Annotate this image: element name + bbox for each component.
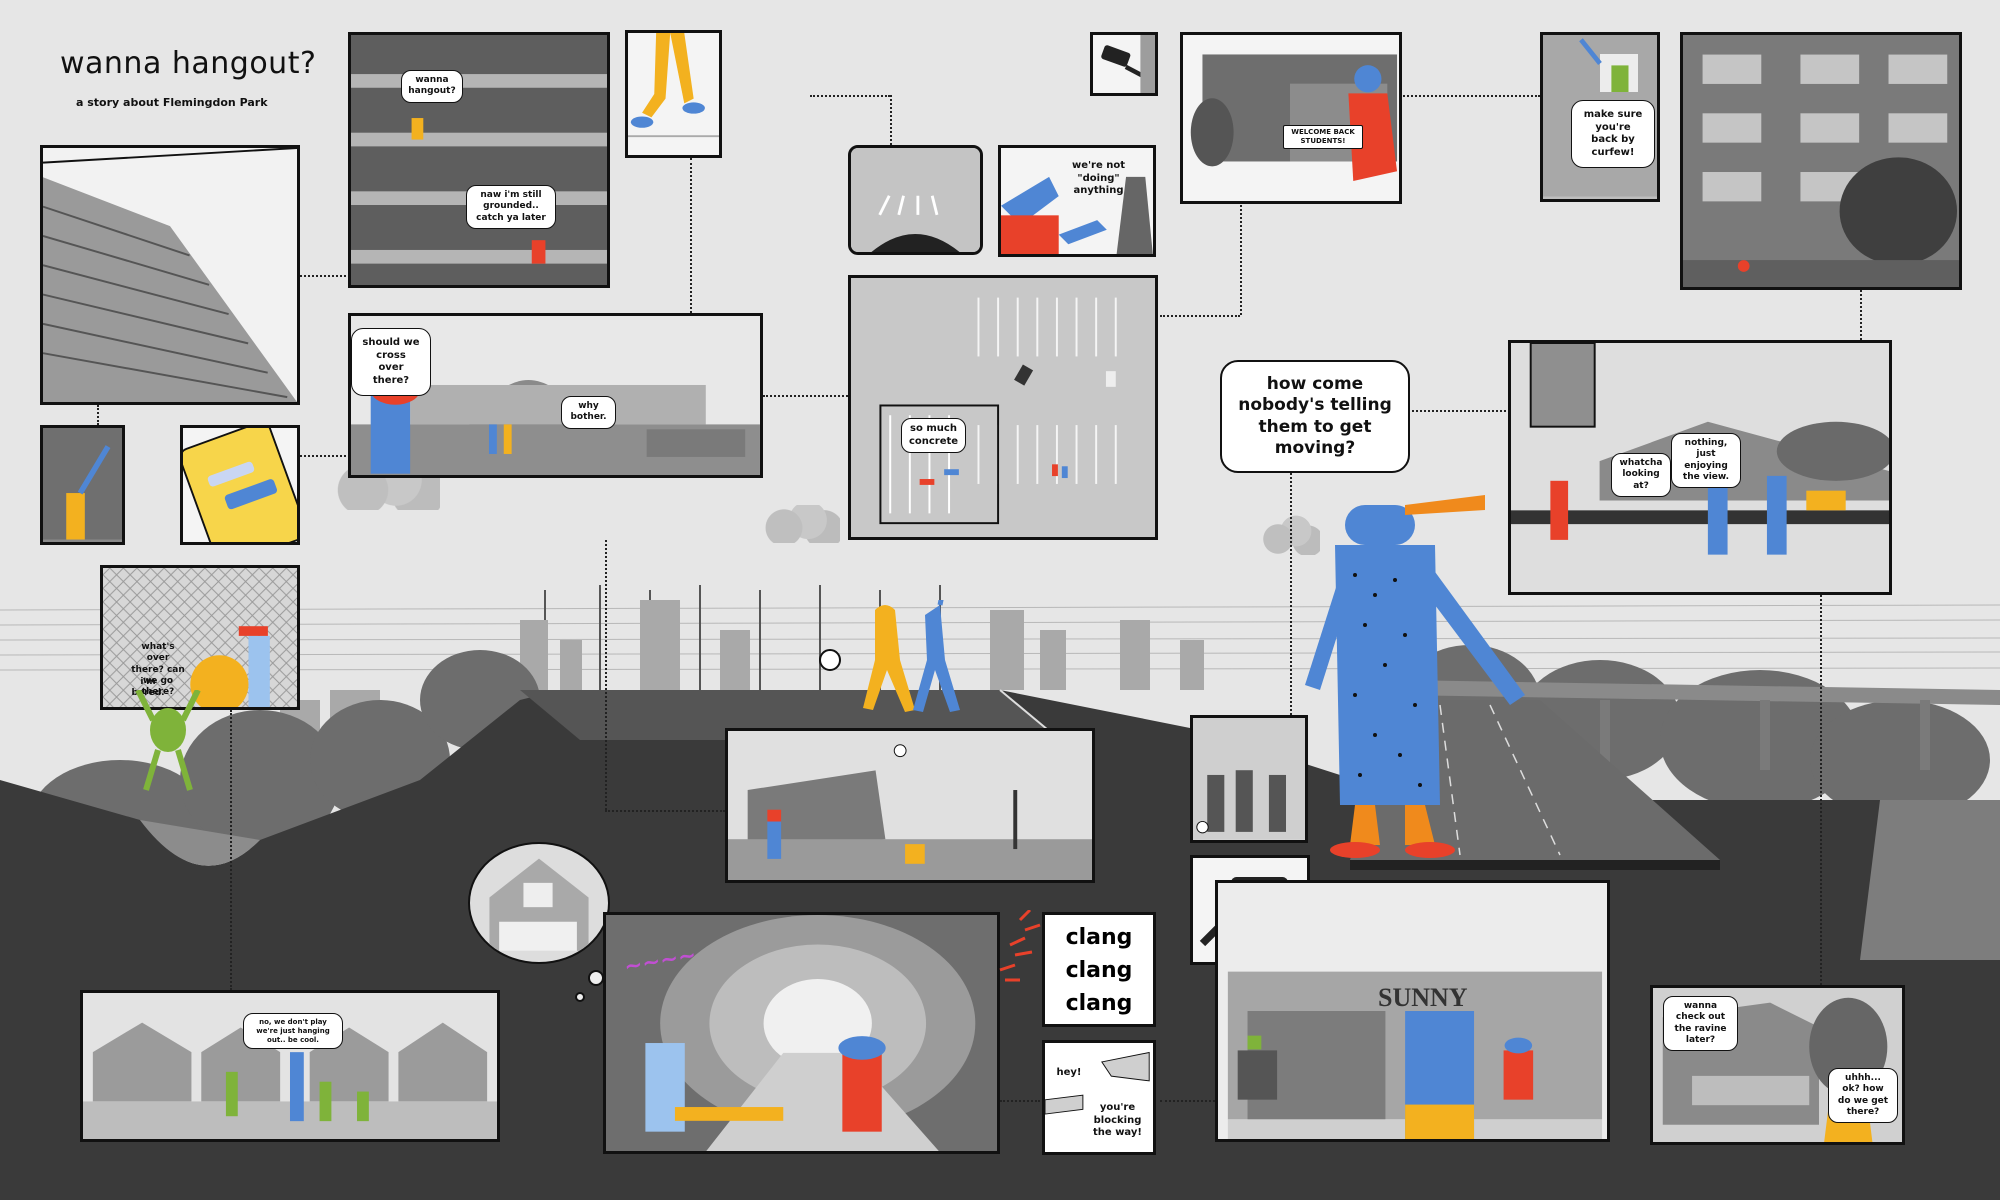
connector [605, 810, 725, 812]
school-illustration [1190, 54, 1398, 181]
legs-illustration [628, 33, 719, 138]
speech-how-get-there: uhhh... ok? how do we get there? [1828, 1068, 1898, 1123]
panel-school: WELCOME BACK STUDENTS! [1180, 32, 1402, 204]
tunnel-illustration: ~~~~ [606, 915, 997, 1151]
connector [97, 405, 99, 425]
poster-subtitle: a story about Flemingdon Park [76, 96, 268, 109]
speech-cross-over: should we cross over there? [351, 328, 431, 396]
speech-blocking: you're blocking the way! [1093, 1102, 1142, 1138]
cloud [760, 505, 840, 543]
speech-whatcha-looking: whatcha looking at? [1611, 453, 1671, 497]
house-illustration [489, 858, 589, 951]
panel-hey-blocking: hey! you're blocking the way! [1042, 1040, 1156, 1155]
parking-lot-illustration [851, 278, 1155, 537]
speech-curfew: make sure you're back by curfew! [1571, 100, 1655, 168]
panel-workers-fence [1190, 715, 1308, 843]
connector [1240, 205, 1242, 315]
workers-illustration [1193, 718, 1305, 840]
speech-wanna-hangout: wanna hangout? [401, 70, 463, 103]
speech-why-bother: why bother. [561, 396, 616, 429]
banner-welcome-back: WELCOME BACK STUDENTS! [1283, 125, 1363, 149]
panel-security-camera [1090, 32, 1158, 96]
speech-so-much-concrete: so much concrete [901, 418, 966, 453]
speech-still-grounded: naw i'm still grounded.. catch ya later [466, 185, 556, 229]
speech-im-bored: i'm bored. [131, 677, 165, 699]
hallway-illustration [43, 428, 122, 540]
connector [1400, 95, 1540, 97]
speech-ravine: wanna check out the ravine later? [1663, 996, 1738, 1051]
balcony-illustration [351, 35, 607, 285]
thought-house [468, 842, 610, 964]
panel-ravine: wanna check out the ravine later? uhhh..… [1650, 985, 1905, 1145]
panel-highway-view: whatcha looking at? nothing, just enjoyi… [1508, 340, 1892, 595]
connector [300, 275, 350, 277]
speech-enjoying-view: nothing, just enjoying the view. [1671, 433, 1741, 488]
connector [230, 710, 232, 990]
apartments-illustration [1683, 35, 1959, 287]
panel-not-doing: we're not "doing" anything [998, 145, 1156, 257]
panel-townhouses: no, we don't play we're just hanging out… [80, 990, 500, 1142]
connector [1380, 410, 1510, 412]
panel-walking-legs [625, 30, 722, 158]
panel-chain-fence: what's over there? can we go there? i'm … [100, 565, 300, 710]
clang-word: clang [1065, 991, 1133, 1016]
connector [605, 540, 607, 810]
lrt-illustration [728, 731, 1092, 880]
pointing-hands-illustration [1045, 1051, 1150, 1115]
connector [1820, 595, 1822, 985]
panel-hallway [40, 425, 125, 545]
security-camera-icon [1101, 35, 1155, 93]
fence-illustration [103, 568, 297, 707]
connector [690, 158, 692, 313]
big-blue-character [1305, 495, 1525, 858]
panel-phone-texts [180, 425, 300, 545]
panel-parking-lot: so much concrete [848, 275, 1158, 540]
speech-hey: hey! [1056, 1067, 1082, 1078]
panel-crossing-dome: should we cross over there? why bother. [348, 313, 763, 478]
panel-lrt-construction [725, 728, 1095, 883]
speech-not-doing: we're not "doing" anything [1071, 160, 1126, 196]
connector [300, 455, 350, 457]
panel-sunny-warehouse: SUNNY [1215, 880, 1610, 1142]
walking-characters [819, 600, 960, 712]
thought-dot [575, 992, 585, 1002]
tower-illustration [43, 148, 297, 402]
phone-illustration [183, 428, 297, 542]
poster-title: wanna hangout? [60, 46, 317, 81]
clang-word: clang [1065, 958, 1133, 983]
connector [763, 395, 848, 397]
clang-text: clang clang clang [1045, 921, 1153, 1020]
clang-marks [999, 910, 1041, 982]
warehouse-illustration [1218, 883, 1607, 1139]
panel-tunnel: ~~~~ [603, 912, 1000, 1154]
connector [890, 95, 892, 145]
connector [1290, 460, 1292, 715]
green-character [135, 690, 201, 791]
connector [1000, 1100, 1040, 1102]
speech-we-dont-play: no, we don't play we're just hanging out… [243, 1013, 343, 1050]
speech-whats-over-there: what's over there? can we go there? [131, 642, 185, 697]
panel-apartment-tower [40, 145, 300, 405]
footage-illustration [851, 148, 980, 252]
connector [1160, 1100, 1215, 1102]
panel-security-footage [848, 145, 983, 255]
panel-window-curfew: make sure you're back by curfew! [1540, 32, 1660, 202]
panel-apartments-tree [1680, 32, 1962, 290]
hands-illustration [1001, 176, 1153, 254]
clang-word: clang [1065, 925, 1133, 950]
connector [1860, 290, 1862, 340]
connector [1160, 315, 1240, 317]
thought-dot [588, 970, 604, 986]
connector [810, 95, 890, 97]
dome-street-illustration [351, 375, 760, 475]
speech-nobody-telling: how come nobody's telling them to get mo… [1220, 360, 1410, 473]
panel-balcony: wanna hangout? naw i'm still grounded.. … [348, 32, 610, 288]
sign-sunny: SUNNY [1378, 983, 1468, 1012]
panel-clang: clang clang clang [1042, 912, 1156, 1027]
